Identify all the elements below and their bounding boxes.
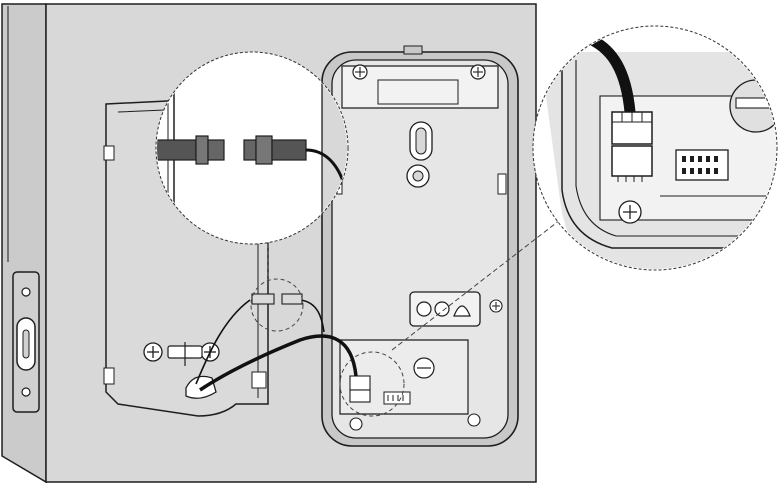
door-edge-lock-icon	[12, 271, 40, 413]
callout-leader	[391, 219, 561, 351]
device-back-housing-icon	[321, 45, 519, 447]
pin-header-icon	[383, 391, 411, 405]
cable-connector-icon	[195, 244, 358, 392]
screw-icon	[143, 342, 163, 362]
plug-connector-icon	[349, 375, 371, 403]
callout-connector-board	[532, 25, 778, 271]
